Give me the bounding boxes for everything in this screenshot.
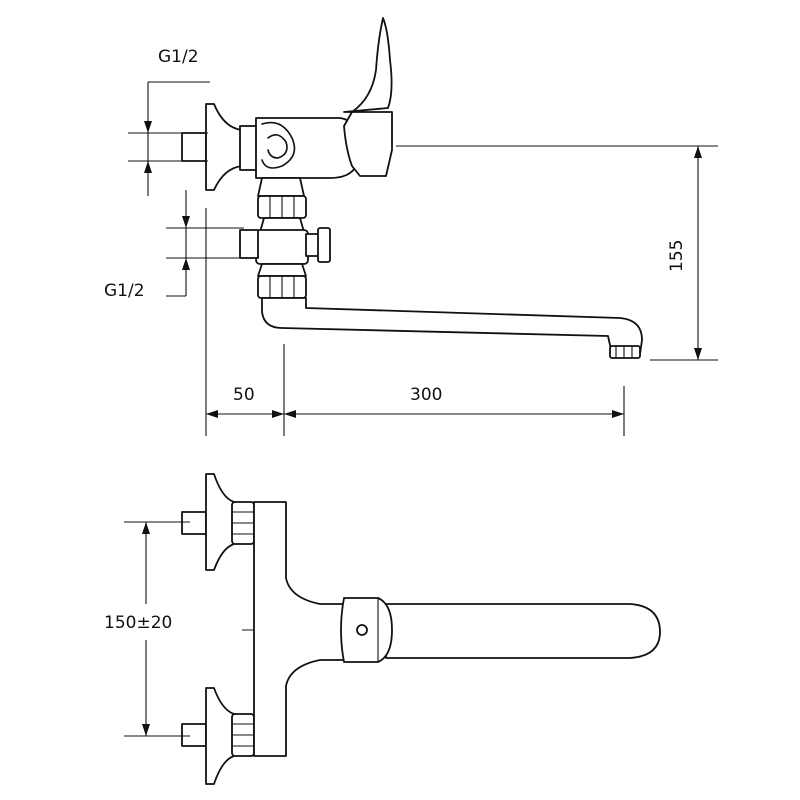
- side-view: G1/2 G1/2 155: [104, 17, 718, 436]
- dimension-spacing: 150±20: [104, 521, 190, 737]
- spout-top: [340, 597, 661, 663]
- upper-inlet: [181, 103, 259, 191]
- dimension-thread-bottom: G1/2: [104, 190, 244, 301]
- thread-bottom-label: G1/2: [104, 281, 145, 301]
- height-label: 155: [667, 240, 687, 272]
- thread-top-label: G1/2: [158, 47, 199, 67]
- dimension-height: 155: [396, 145, 718, 361]
- dimension-horizontal: 50 300: [205, 208, 625, 436]
- valve-body: [255, 17, 393, 179]
- spout-length-label: 300: [410, 385, 442, 405]
- mixer-body: [253, 501, 345, 757]
- offset-label: 50: [233, 385, 255, 405]
- spout: [261, 297, 643, 359]
- top-view: 150±20: [104, 473, 662, 785]
- fitting-column: [239, 177, 331, 299]
- dimension-thread-top: G1/2: [128, 47, 210, 196]
- spacing-label: 150±20: [104, 613, 172, 633]
- upper-connector: [181, 473, 255, 571]
- lower-connector: [181, 687, 255, 785]
